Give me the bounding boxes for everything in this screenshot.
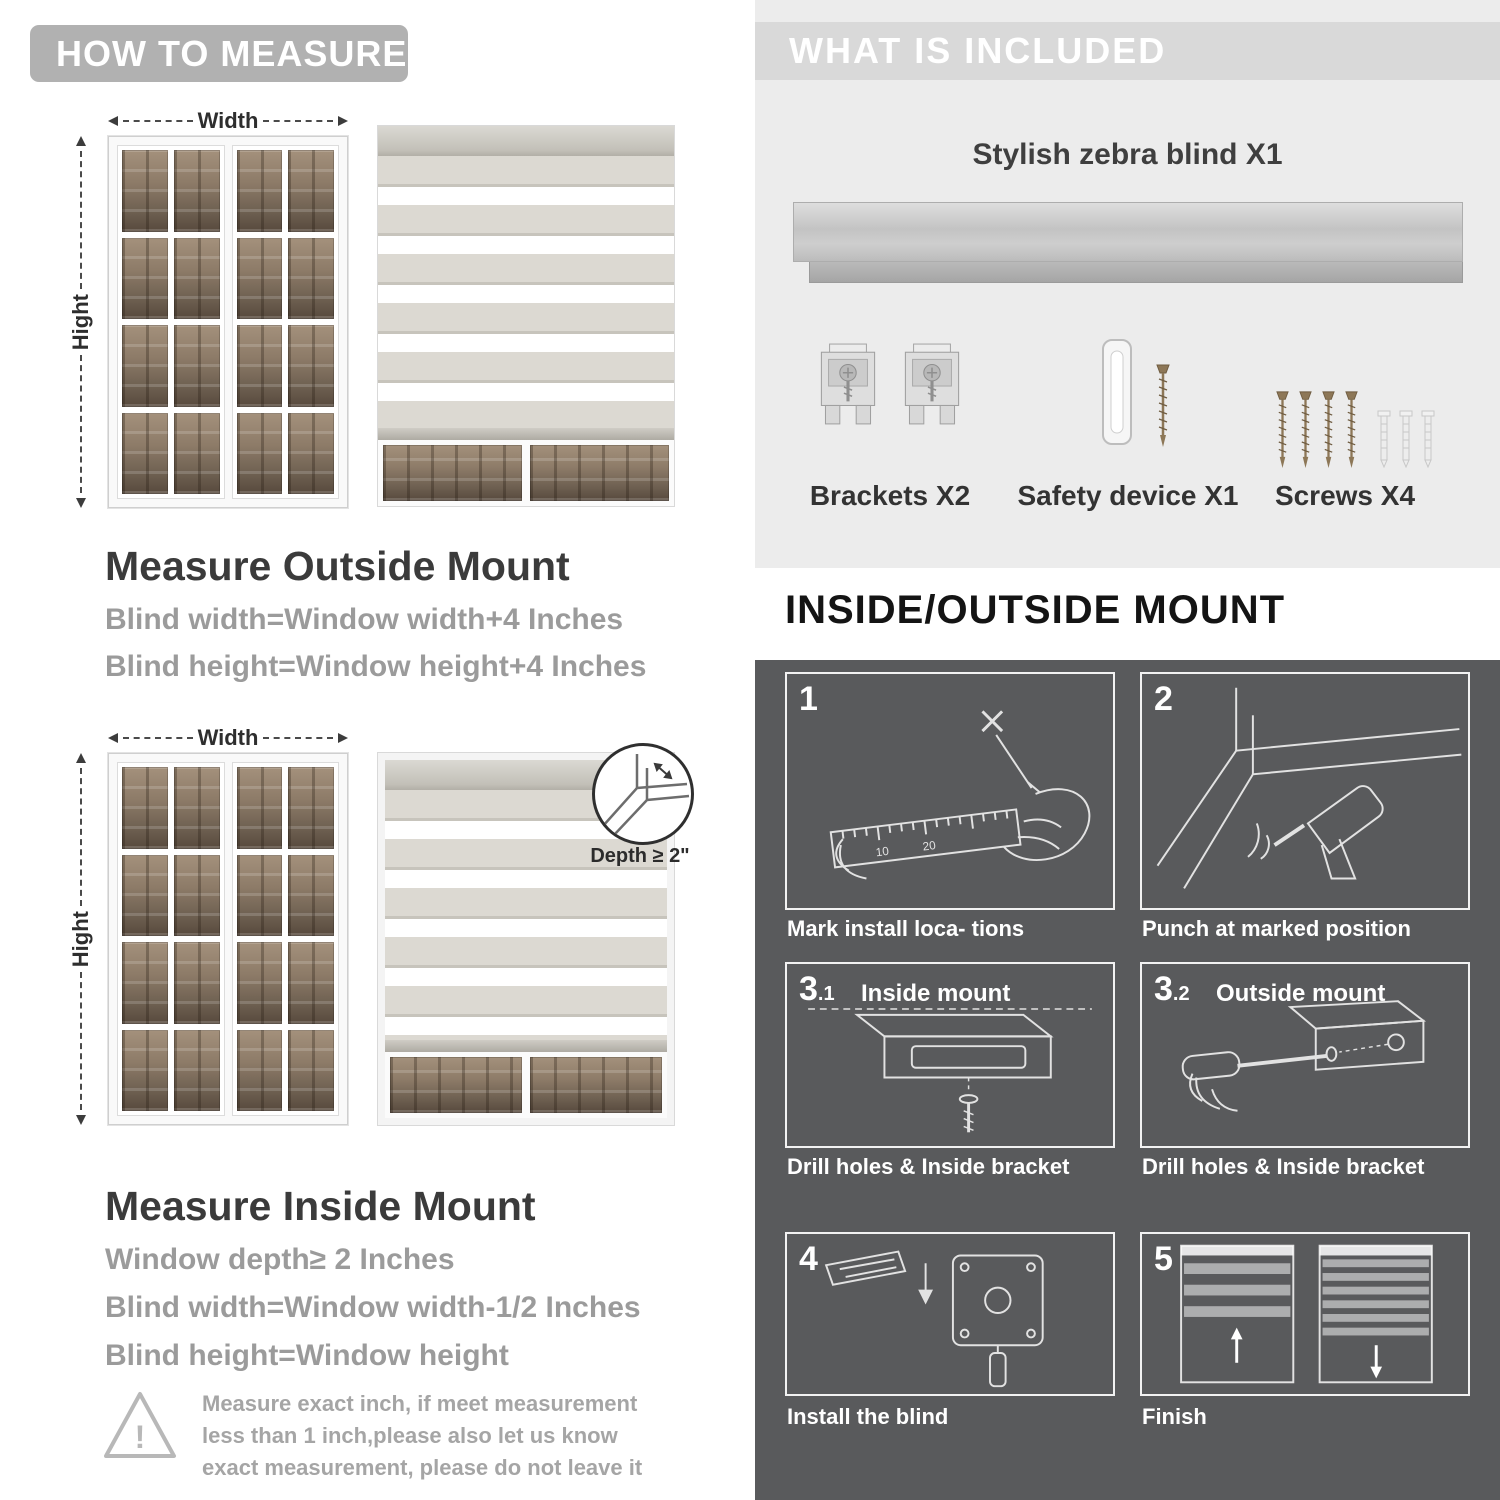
wall-anchor-icon xyxy=(1377,410,1391,468)
screw-icon xyxy=(1276,391,1289,468)
window-below-blind xyxy=(378,440,674,506)
bracket-icon xyxy=(820,343,876,425)
step-caption-4: Install the blind xyxy=(787,1404,949,1429)
zebra-blind-headrail-image xyxy=(793,202,1463,283)
zebra-blind-illustration xyxy=(378,126,674,506)
blind-headrail xyxy=(378,126,674,156)
arrowhead-left-icon xyxy=(108,733,118,743)
step-caption-3-1: Drill holes & Inside bracket xyxy=(787,1154,1070,1179)
svg-text:20: 20 xyxy=(922,839,937,854)
svg-text:10: 10 xyxy=(875,845,890,860)
screw-icon xyxy=(1322,391,1335,468)
step-box-4: 4 xyxy=(785,1232,1115,1396)
how-to-measure-section: HOW TO MEASURE Width Hight Measure Outsi… xyxy=(0,0,730,1500)
brackets-image xyxy=(815,342,965,428)
measurement-warning: ! Measure exact inch, if meet measuremen… xyxy=(100,1388,652,1484)
step-box-3-1: 3.1 Inside mount xyxy=(785,962,1115,1148)
inside-outside-mount-title: INSIDE/OUTSIDE MOUNT xyxy=(785,588,1286,632)
depth-callout-circle xyxy=(592,743,694,845)
height-arrow: Hight xyxy=(68,753,94,1126)
inside-rule-width: Blind width=Window width-1/2 Inches xyxy=(105,1291,641,1324)
step-sublabel: Inside mount xyxy=(861,980,1011,1007)
step-number: 2 xyxy=(1154,680,1173,718)
wall-anchor-icon xyxy=(1421,410,1435,468)
depth-label: Depth ≥ 2" xyxy=(590,845,690,867)
window-corner-detail xyxy=(602,754,690,835)
wall-anchor-icon xyxy=(1399,410,1413,468)
outside-mount-heading: Measure Outside Mount xyxy=(105,543,570,589)
warning-icon: ! xyxy=(104,1392,176,1458)
screw-icon xyxy=(1299,391,1312,468)
safety-device-image xyxy=(1095,338,1171,448)
window-illustration xyxy=(108,136,348,508)
arrowhead-down-icon xyxy=(76,498,86,509)
how-to-measure-badge: HOW TO MEASURE xyxy=(30,25,408,82)
brackets-label: Brackets X2 xyxy=(809,480,971,511)
arrowhead-up-icon xyxy=(76,136,86,146)
warning-text: Measure exact inch, if meet measurement … xyxy=(202,1391,643,1480)
inside-mount-heading: Measure Inside Mount xyxy=(105,1183,536,1229)
inside-mount-diagram: Width Hight xyxy=(60,725,694,1150)
arrowhead-right-icon xyxy=(338,733,349,743)
bracket-icon xyxy=(904,343,960,425)
step-caption-5: Finish xyxy=(1142,1404,1207,1429)
step-box-2: 2 xyxy=(1140,672,1470,910)
width-label: Width xyxy=(197,108,259,133)
what-is-included-panel: WHAT IS INCLUDED Stylish zebra blind X1 xyxy=(755,0,1500,568)
step-number: 1 xyxy=(799,680,818,718)
step-box-5: 5 xyxy=(1140,1232,1470,1396)
screws-image xyxy=(1275,390,1435,468)
step2-illustration xyxy=(1156,687,1462,889)
step-sublabel: Outside mount xyxy=(1216,980,1386,1007)
step3-1-illustration xyxy=(808,1008,1092,1133)
arrowhead-down-icon xyxy=(76,1115,86,1126)
height-label: Hight xyxy=(68,910,93,968)
outside-rule-width: Blind width=Window width+4 Inches xyxy=(105,603,624,636)
step-number: 3.1 xyxy=(799,970,835,1008)
step-caption-2: Punch at marked position xyxy=(1142,916,1411,941)
blind-bottomrail xyxy=(385,1040,667,1052)
inside-rule-depth: Window depth≥ 2 Inches xyxy=(105,1243,455,1276)
headrail-underside xyxy=(809,262,1463,283)
outside-mount-diagram: Width Hight xyxy=(60,108,692,533)
screw-icon xyxy=(1345,391,1358,468)
step-caption-3-2: Drill holes & Inside bracket xyxy=(1142,1154,1425,1179)
step1-illustration: 10 20 xyxy=(829,710,1091,880)
headrail-front xyxy=(793,202,1463,262)
step5-illustration xyxy=(1180,1244,1433,1384)
inside-rule-height: Blind height=Window height xyxy=(105,1339,509,1372)
step3-2-illustration xyxy=(1181,1000,1427,1112)
svg-text:!: ! xyxy=(135,1419,146,1455)
outside-rule-height: Blind height=Window height+4 Inches xyxy=(105,650,647,683)
mount-steps-panel: 1 10 20 2 xyxy=(755,660,1500,1500)
step-number: 5 xyxy=(1154,1240,1173,1278)
width-arrow: Width xyxy=(108,725,349,751)
blind-striped-fabric xyxy=(378,156,674,428)
window-illustration xyxy=(108,753,348,1125)
step-caption-1: Mark install loca- tions xyxy=(787,916,1025,941)
arrowhead-left-icon xyxy=(108,116,118,126)
step-number: 4 xyxy=(799,1240,818,1278)
window-below-blind xyxy=(385,1052,667,1118)
step4-illustration xyxy=(824,1250,1044,1388)
arrowhead-right-icon xyxy=(338,116,349,126)
step-box-3-2: 3.2 Outside mount xyxy=(1140,962,1470,1148)
height-label: Hight xyxy=(68,293,93,351)
screws-label: Screws X4 xyxy=(1274,480,1416,511)
width-arrow: Width xyxy=(108,108,349,134)
blind-bottomrail xyxy=(378,428,674,440)
what-is-included-title: WHAT IS INCLUDED xyxy=(755,22,1500,80)
screw-icon xyxy=(1156,364,1170,447)
step-box-1: 1 10 20 xyxy=(785,672,1115,910)
step-number: 3.2 xyxy=(1154,970,1190,1008)
arrowhead-up-icon xyxy=(76,753,86,763)
blind-product-label: Stylish zebra blind X1 xyxy=(972,138,1283,171)
safety-device-icon xyxy=(1102,339,1132,445)
safety-device-label: Safety device X1 xyxy=(1017,480,1239,511)
width-label: Width xyxy=(197,725,259,750)
height-arrow: Hight xyxy=(68,136,94,509)
